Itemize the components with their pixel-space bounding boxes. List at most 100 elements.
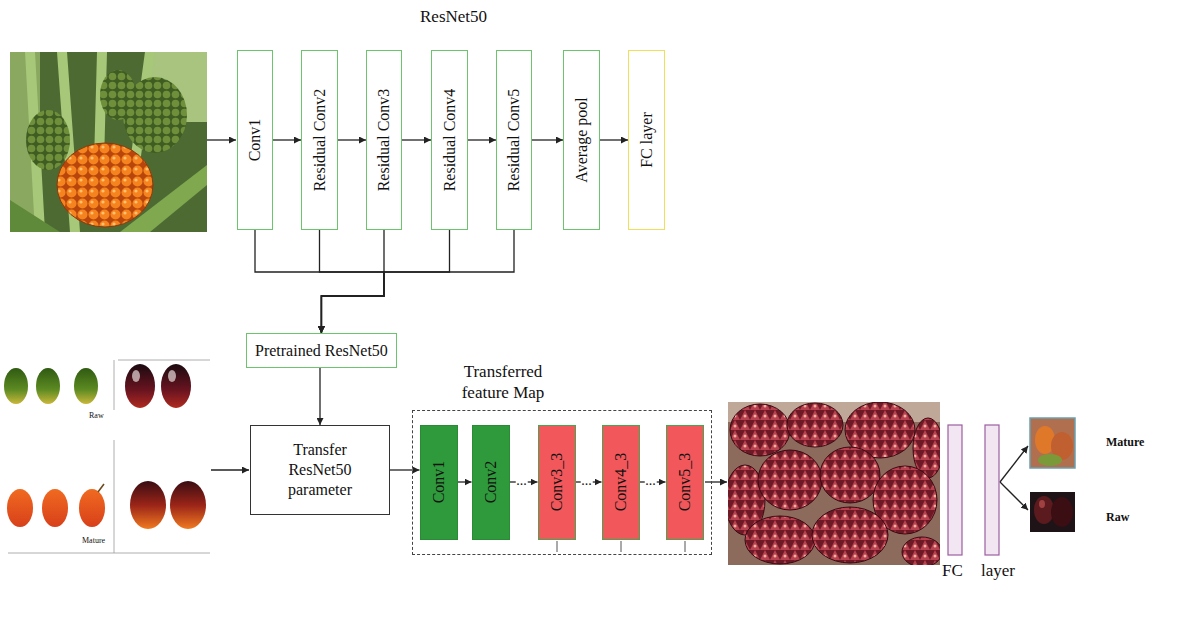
process-box: Pretrained ResNet50 [246,333,397,368]
fruit-samples [36,368,60,404]
harvest-photo [758,450,822,510]
flow-arrow [1000,482,1028,510]
palm-photo [120,165,207,232]
tick-mark [685,541,686,552]
arrow-connector [338,139,366,140]
edge-label: ... [580,474,593,488]
arrow-connector [402,139,431,140]
layer-box: FC layer [628,50,665,230]
layer-label: Residual Conv4 [440,89,460,192]
arrow-connector [390,469,420,470]
harvest-photo [728,402,940,565]
fruit-samples [42,489,68,527]
arrow-connector [321,230,449,333]
layer-label: Conv1 [245,119,265,162]
harvest-photo [728,402,940,565]
fruit-samples [8,553,210,554]
harvest-photo [787,403,843,447]
arrow-connector [321,230,514,333]
layer-label: Residual Conv5 [504,89,524,192]
process-box: Transfer ResNet50 parameter [250,425,390,515]
fc-layer-bars [985,425,999,555]
palm-photo [10,52,207,232]
raw-thumbnail [1030,492,1075,532]
layer-box: Average pool [563,50,600,230]
fruit-samples [4,368,28,404]
layer-label: Residual Conv2 [310,89,330,192]
fruit-samples [170,481,206,529]
image-label: Raw [1106,511,1129,524]
palm-photo [10,200,60,232]
layer-label: Conv4_3 [611,453,631,512]
feature-box: Conv3_3 [538,425,576,540]
arrow-connector [458,481,472,482]
fruit-samples [98,484,104,492]
feature-box: Conv2 [472,425,510,540]
arrow-connector [273,139,301,140]
image-label: Mature [82,537,105,546]
fruit-samples [2,358,210,555]
tick-mark [557,541,558,552]
group-box: Transferred feature MapConv1Conv2Conv3_3… [412,410,712,555]
layer-label: Pretrained ResNet50 [255,341,388,361]
layer-label: Transfer ResNet50 parameter [265,440,375,500]
image-label: FC layer [942,562,1015,581]
image-label: Mature [1106,436,1144,449]
fruit-samples [130,481,166,529]
mature-thumbnail [1038,454,1062,466]
fruit-samples [114,440,115,553]
flow-arrow [1000,446,1028,482]
fruit-samples [168,370,176,382]
palm-photo [57,143,153,227]
tick-mark [621,541,622,552]
arrow-connector [321,230,384,333]
fruit-samples [8,360,210,553]
layer-label: Residual Conv3 [374,89,394,192]
mature-thumbnail [1030,418,1075,468]
layer-box: Conv1 [237,50,273,230]
raw-thumbnail [1051,497,1073,527]
mature-thumbnail [1030,418,1075,468]
diagram-title: ResNet50 [420,7,487,27]
arrow-connector [255,230,384,333]
fruit-samples [118,360,210,361]
arrow-connector [532,139,563,140]
flow-arrow [705,481,727,482]
layer-label: Conv5_3 [675,453,695,512]
raw-thumbnail [1034,496,1054,524]
palm-photo [10,52,207,232]
layer-box: Residual Conv4 [431,50,468,230]
layer-label: FC layer [637,112,657,168]
layer-label: Average pool [572,97,592,182]
palm-photo [100,70,136,120]
fc-layer-bars [948,425,962,555]
layer-label: Conv3_3 [547,453,567,512]
flow-arrow [207,139,236,140]
fruit-samples [79,489,105,527]
fruit-samples [114,360,115,410]
harvest-photo [745,516,815,564]
harvest-photo [820,447,880,503]
layer-box: Residual Conv5 [496,50,532,230]
fruit-samples [74,368,98,404]
layer-box: Residual Conv2 [301,50,338,230]
tick-mark [557,541,685,552]
edge-label: ... [515,474,528,488]
fc-layer-bars [948,425,999,555]
fruit-samples [7,489,33,527]
harvest-photo [812,507,888,563]
fruit-samples [125,364,155,408]
harvest-photo [730,404,790,456]
fruit-samples [161,364,191,408]
harvest-photo [902,537,940,565]
arrow-connector [319,368,320,425]
fruit-samples [132,370,140,382]
palm-photo [26,110,70,170]
layer-label: Conv1 [429,461,449,504]
arrow-connector [600,139,628,140]
feature-box: Conv1 [420,425,458,540]
group-heading: Transferred feature Map [443,362,563,403]
fruit-samples [2,358,210,555]
flow-arrow [211,469,249,470]
raw-thumbnail [1030,492,1075,532]
